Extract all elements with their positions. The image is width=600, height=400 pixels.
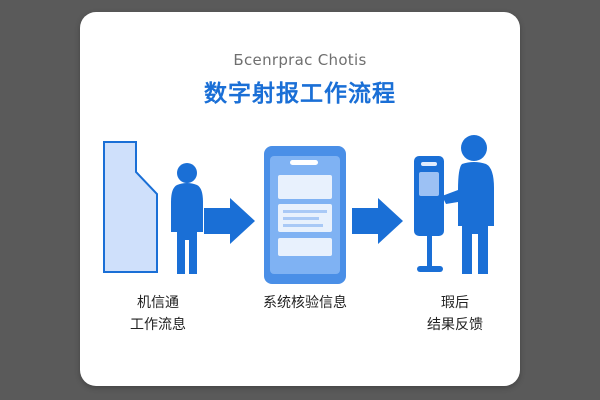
terminal-icon bbox=[414, 156, 444, 272]
person-icon bbox=[171, 163, 203, 274]
step-2-label: 系统核验信息 bbox=[240, 292, 370, 314]
arrow-right-icon bbox=[352, 198, 403, 244]
flow-diagram bbox=[103, 135, 494, 284]
step-2-line1: 系统核验信息 bbox=[263, 295, 347, 311]
step-3-line1: 瑕后 bbox=[441, 295, 469, 311]
step-3-label: 瑕后 结果反馈 bbox=[400, 292, 510, 336]
step-3-line2: 结果反馈 bbox=[427, 317, 483, 333]
arrow-right-icon bbox=[204, 198, 255, 244]
header-subtitle: Бcenrprac Chotis bbox=[233, 51, 367, 69]
step-1-line2: 工作流息 bbox=[130, 317, 186, 333]
flow-card: Бcenrprac Chotis 数字射报工作流程 bbox=[80, 12, 520, 386]
step-1-label: 机信通 工作流息 bbox=[98, 292, 218, 336]
person-icon bbox=[442, 135, 494, 274]
step-1-line1: 机信通 bbox=[137, 295, 179, 311]
page-title: 数字射报工作流程 bbox=[204, 81, 396, 107]
kiosk-icon bbox=[103, 141, 158, 273]
kiosk-person-icon bbox=[103, 141, 203, 274]
phone-form-icon bbox=[264, 146, 346, 284]
terminal-person-icon bbox=[414, 135, 494, 274]
